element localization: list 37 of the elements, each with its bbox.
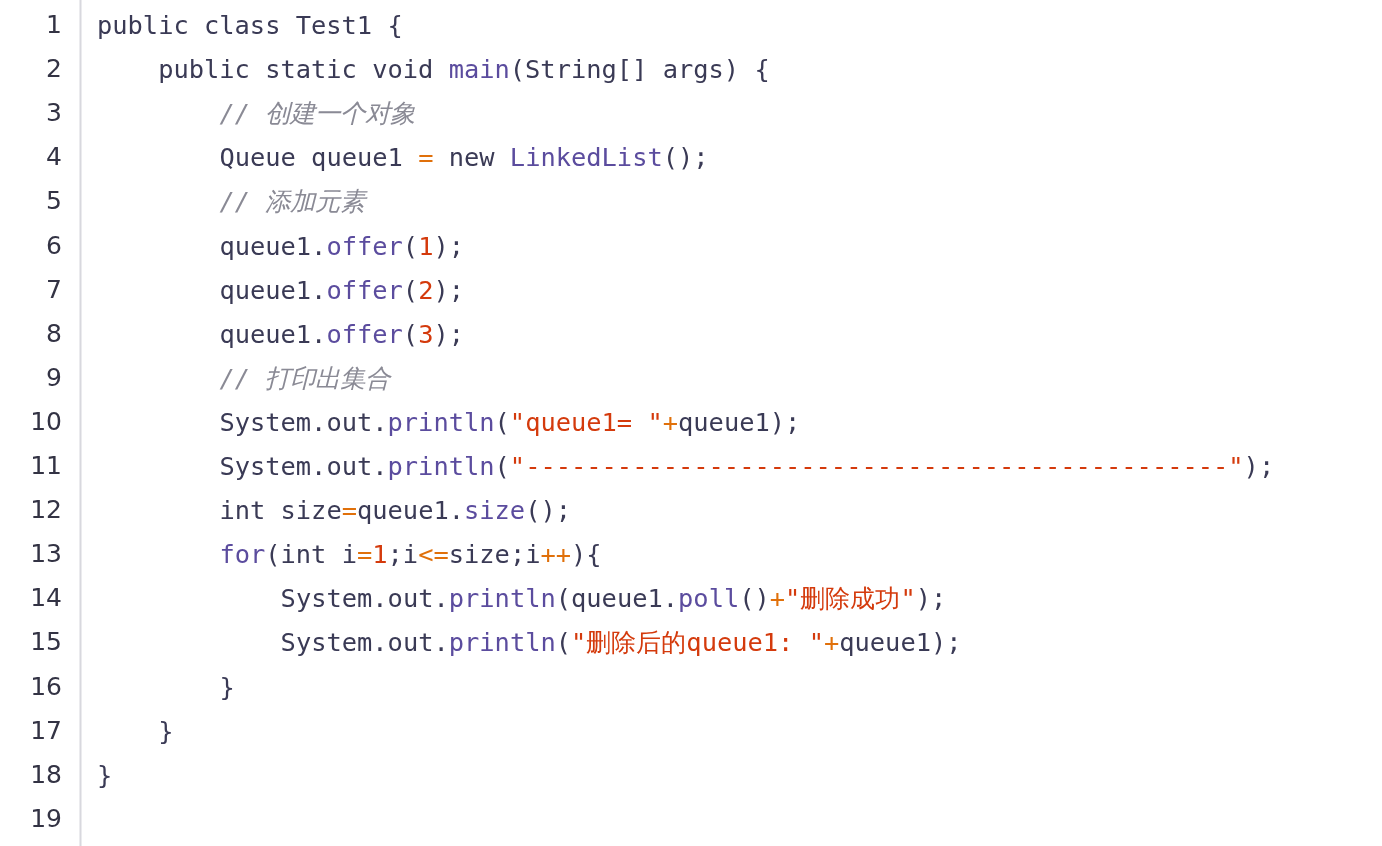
line-number: 14 (29, 583, 62, 614)
code-line: } (219, 670, 235, 703)
line-number: 9 (45, 362, 62, 393)
code-line: System.out.println("queue1= "+queue1); (219, 405, 801, 438)
line-number: 2 (45, 54, 62, 85)
code-line: queue1.offer(1); (219, 229, 464, 262)
code-line: System.out.println(queue1.poll()+"删除成功"); (280, 582, 947, 615)
line-number: 5 (45, 186, 62, 217)
code-line: System.out.println("----------------------------------------------"); (219, 450, 1275, 482)
code-line: // 添加元素 (219, 185, 366, 218)
code-line: int size=queue1.size(); (219, 494, 571, 527)
line-number: 15 (29, 627, 62, 658)
line-number: 4 (45, 142, 62, 173)
code-line: public static void main(String[] args) { (158, 53, 770, 86)
line-number: 12 (29, 495, 62, 526)
line-number: 13 (29, 539, 62, 570)
line-number: 3 (45, 98, 62, 129)
code-line: public class Test1 { (97, 9, 403, 41)
code-line: // 打印出集合 (219, 361, 391, 394)
line-number: 19 (29, 803, 62, 834)
line-number: 11 (29, 451, 62, 481)
code-line: } (158, 714, 174, 747)
line-number: 7 (45, 274, 62, 305)
line-number: 16 (29, 671, 62, 702)
code-line: queue1.offer(3); (219, 317, 464, 350)
line-number: 1 (45, 10, 62, 40)
line-number: 18 (29, 759, 62, 790)
code-line: System.out.println("删除后的queue1: "+queue1); (280, 626, 962, 659)
code-line: for(int i=1;i<=size;i++){ (219, 538, 602, 571)
line-number: 8 (45, 318, 62, 349)
line-number: 10 (29, 406, 62, 437)
line-number: 17 (29, 715, 62, 746)
code-line: // 创建一个对象 (219, 97, 416, 130)
code-line: Queue queue1 = new LinkedList(); (219, 141, 709, 174)
code-line: } (97, 758, 113, 791)
line-number: 6 (45, 230, 62, 261)
code-line: queue1.offer(2); (219, 273, 464, 306)
